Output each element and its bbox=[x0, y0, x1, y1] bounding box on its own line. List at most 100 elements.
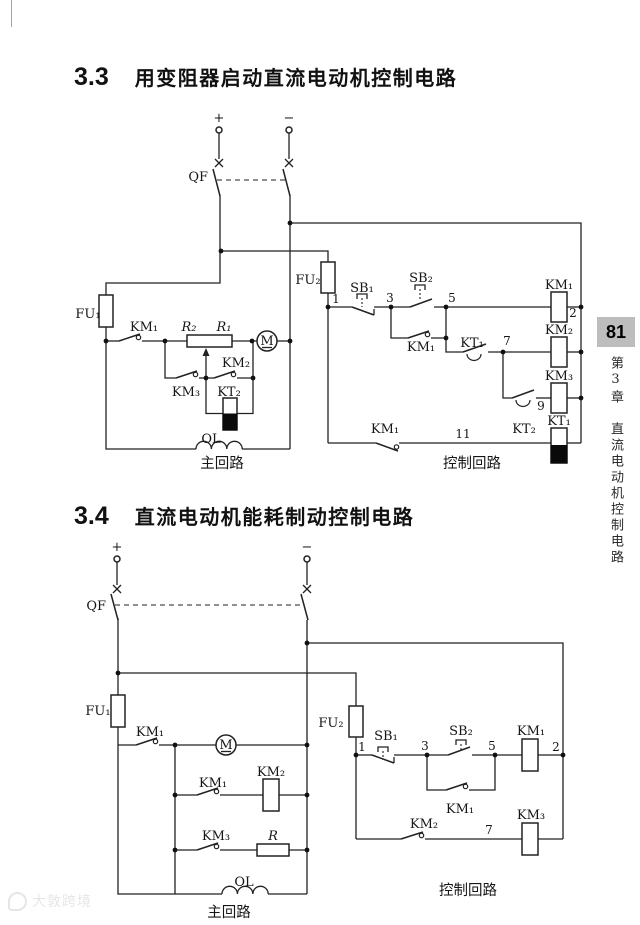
km2-main-label: KM₂ bbox=[222, 356, 250, 371]
kt2-contact-label: KT₂ bbox=[512, 422, 536, 437]
control-loop-label: 控制回路 bbox=[443, 455, 501, 472]
starting-resistor bbox=[186, 334, 233, 378]
r1-label: R₁ bbox=[216, 320, 232, 335]
km1-main-label: KM₁ bbox=[130, 320, 158, 335]
fu1-fuse bbox=[98, 294, 114, 328]
kt2-coil-main bbox=[222, 397, 238, 431]
km1-nc-label: KM₁ bbox=[371, 422, 399, 437]
circuit-34: M bbox=[85, 540, 566, 921]
node-5: 5 bbox=[488, 739, 496, 753]
node-1: 1 bbox=[358, 740, 366, 754]
terminal-plus bbox=[113, 555, 121, 563]
fu1-label: FU₁ bbox=[75, 307, 100, 322]
section-heading-34: 3.4 直流电动机能耗制动控制电路 bbox=[74, 501, 414, 531]
chapter-sidebar-text: 第3章 直流电动机控制电路 bbox=[608, 356, 623, 566]
page-number-badge: 81 bbox=[597, 317, 635, 347]
km2-coil bbox=[550, 336, 568, 368]
motor-label: M bbox=[260, 334, 273, 349]
section-title: 用变阻器启动直流电动机控制电路 bbox=[134, 68, 458, 90]
node-2: 2 bbox=[552, 740, 560, 754]
terminal-minus bbox=[303, 555, 311, 563]
labels: + − QF FU₁ KM₁ R₂ R₁ KM₂ KM₃ KT₂ OL 主回路 … bbox=[75, 111, 576, 472]
scan-edge-artifact bbox=[11, 0, 12, 27]
node-7: 7 bbox=[503, 334, 511, 348]
kt2-delay-contact bbox=[511, 389, 535, 408]
junction-dots bbox=[115, 640, 566, 853]
km1-aux-label: KM₁ bbox=[407, 340, 435, 355]
node-11: 11 bbox=[455, 427, 470, 441]
sb1-label: SB₁ bbox=[350, 281, 374, 296]
km1-aux-contact bbox=[445, 782, 469, 791]
km1-main-contact bbox=[118, 333, 142, 342]
plus-label: + bbox=[112, 540, 123, 555]
main-loop-label: 主回路 bbox=[207, 904, 251, 920]
km1-coil-label: KM₁ bbox=[517, 724, 545, 739]
qf-label: QF bbox=[188, 170, 208, 185]
connection-x-icon bbox=[112, 584, 122, 594]
km2-contact-label: KM₂ bbox=[410, 817, 438, 832]
km3-main-label: KM₃ bbox=[172, 385, 200, 400]
km2-main-contact bbox=[213, 370, 237, 379]
km1-nc-contact bbox=[375, 442, 400, 452]
km1-aux-label: KM₁ bbox=[446, 802, 474, 817]
qf-label: QF bbox=[86, 599, 106, 614]
labels: + − QF FU₁ KM₁ KM₁ KM₂ KM₃ R OL 主回路 FU₂ … bbox=[85, 540, 560, 921]
sb2-label: SB₂ bbox=[409, 271, 433, 286]
km3-main-contact bbox=[175, 370, 199, 379]
km1-main-contact bbox=[135, 737, 159, 746]
km1-coil-label: KM₁ bbox=[545, 278, 573, 293]
watermark-text: 大敦跨境 bbox=[32, 893, 92, 909]
watermark: 大敦跨境 bbox=[8, 891, 92, 911]
km2-coil-main-label: KM₂ bbox=[257, 765, 285, 780]
section-number: 3.3 bbox=[74, 63, 109, 91]
motor-symbol: M bbox=[215, 734, 237, 756]
ol-overload-element bbox=[221, 885, 269, 895]
main-loop-label: 主回路 bbox=[200, 455, 244, 472]
km1-branch-label: KM₁ bbox=[199, 776, 227, 791]
sb2-label: SB₂ bbox=[449, 724, 473, 739]
kt1-coil bbox=[550, 427, 568, 464]
sb2-start-button bbox=[447, 739, 471, 756]
kt1-contact-label: KT₁ bbox=[460, 336, 484, 351]
sb1-stop-button bbox=[371, 746, 395, 764]
fu2-label: FU₂ bbox=[318, 716, 343, 731]
fu1-label: FU₁ bbox=[85, 704, 110, 719]
sb2-start-button bbox=[409, 284, 433, 308]
ol-label: OL bbox=[201, 432, 221, 447]
control-loop-label: 控制回路 bbox=[439, 882, 497, 899]
minus-label: − bbox=[284, 111, 295, 126]
fu2-label: FU₂ bbox=[295, 273, 320, 288]
node-7: 7 bbox=[485, 823, 493, 837]
kt1-delay-contact bbox=[462, 343, 487, 362]
km3-branch-label: KM₃ bbox=[202, 829, 230, 844]
sb1-stop-button bbox=[351, 293, 375, 316]
node-5: 5 bbox=[448, 291, 456, 305]
ol-overload-element bbox=[195, 440, 243, 450]
km3-coil-label: KM₃ bbox=[545, 369, 573, 384]
wires bbox=[105, 133, 582, 450]
junction-dots bbox=[103, 220, 584, 401]
ol-label: OL bbox=[234, 875, 254, 890]
page-number: 81 bbox=[605, 321, 627, 342]
km3-branch-contact bbox=[196, 842, 220, 851]
supply-terminals bbox=[214, 126, 294, 168]
motor-label: M bbox=[219, 738, 232, 753]
watermark-logo-icon bbox=[8, 891, 27, 911]
braking-resistor bbox=[256, 843, 290, 857]
node-1: 1 bbox=[332, 292, 340, 306]
km1-coil bbox=[550, 291, 568, 323]
sb1-label: SB₁ bbox=[374, 729, 398, 744]
km2-aux-contact bbox=[400, 831, 425, 840]
km1-branch-contact bbox=[196, 787, 220, 796]
section-number: 3.4 bbox=[74, 502, 109, 530]
km2-coil-label: KM₂ bbox=[545, 323, 573, 338]
circuit-33: M bbox=[75, 111, 584, 472]
node-9: 9 bbox=[537, 399, 545, 413]
plus-label: + bbox=[214, 111, 225, 126]
supply-terminals bbox=[112, 555, 312, 594]
km3-coil bbox=[550, 382, 568, 414]
node-3: 3 bbox=[386, 291, 394, 305]
km3-coil bbox=[521, 822, 539, 856]
